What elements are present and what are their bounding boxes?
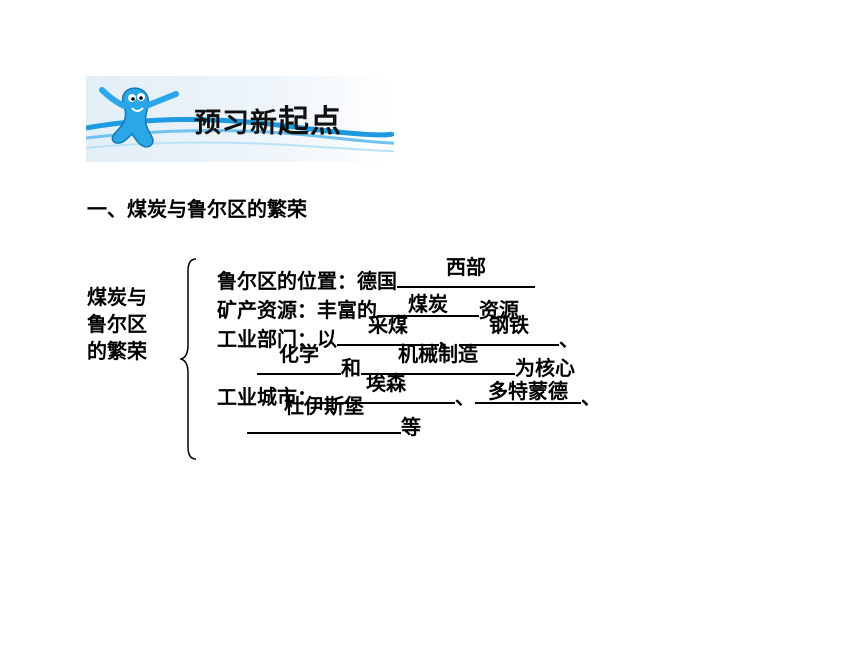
and-word: 和 xyxy=(341,356,361,380)
city-line-continued: 杜伊斯堡等 xyxy=(247,394,421,439)
topic-label-line: 煤炭与 xyxy=(87,285,147,309)
banner-title: 预习新起点 xyxy=(194,96,342,141)
section-heading: 一、煤炭与鲁尔区的繁荣 xyxy=(87,197,307,221)
industry-line: 工业部门：以 采煤、 钢铁、 xyxy=(217,313,579,351)
industry-blank-1: 采煤 xyxy=(337,313,439,346)
industry-answer-3: 化学 xyxy=(279,342,319,366)
industry-answer-2: 钢铁 xyxy=(489,313,529,337)
resource-blank: 煤炭 xyxy=(377,292,479,317)
industry-blank-3: 化学 xyxy=(257,342,341,375)
banner-title-part1: 预习新 xyxy=(194,108,278,139)
location-blank: 西部 xyxy=(397,255,535,288)
resource-suffix: 资源 xyxy=(479,298,519,322)
industry-blank-2: 钢铁 xyxy=(459,313,559,346)
city-suffix: 等 xyxy=(401,415,421,439)
banner-title-part2: 起点 xyxy=(278,104,342,140)
separator: 、 xyxy=(559,327,579,351)
city-blank-2: 多特蒙德 xyxy=(475,379,581,404)
resource-prefix: 矿产资源：丰富的 xyxy=(217,298,377,322)
city-blank-3: 杜伊斯堡 xyxy=(247,394,401,434)
mascot-icon xyxy=(99,87,179,148)
location-answer: 西部 xyxy=(446,255,486,279)
city-answer-2: 多特蒙德 xyxy=(488,379,568,403)
location-line: 鲁尔区的位置：德国 西部 xyxy=(217,255,535,293)
topic-label-line: 鲁尔区 xyxy=(87,312,147,336)
separator: 、 xyxy=(455,385,475,409)
industry-blank-4: 机械制造 xyxy=(361,342,515,375)
industry-suffix: 为核心 xyxy=(515,356,575,380)
topic-label-line: 的繁荣 xyxy=(87,339,147,363)
city-line: 工业城市： 埃森、多特蒙德、 xyxy=(217,371,601,409)
city-prefix: 工业城市： xyxy=(217,385,317,409)
city-blank-1: 埃森 xyxy=(317,371,455,404)
industry-line-continued: 化学和 机械制造为核心 xyxy=(257,342,575,380)
separator: 、 xyxy=(439,327,459,351)
topic-label: 煤炭与 鲁尔区 的繁荣 xyxy=(87,284,147,365)
section-banner: 预习新起点 xyxy=(86,76,394,162)
curly-brace xyxy=(180,258,197,460)
resource-line: 矿产资源：丰富的 煤炭 资源 xyxy=(217,292,519,322)
industry-answer-1: 采煤 xyxy=(368,313,408,337)
banner-graphic xyxy=(86,76,394,162)
industry-prefix: 工业部门：以 xyxy=(217,327,337,351)
industry-answer-4: 机械制造 xyxy=(398,342,478,366)
location-prefix: 鲁尔区的位置：德国 xyxy=(217,269,397,293)
separator: 、 xyxy=(581,385,601,409)
resource-answer: 煤炭 xyxy=(408,292,448,316)
city-answer-3: 杜伊斯堡 xyxy=(284,394,364,418)
city-answer-1: 埃森 xyxy=(366,371,406,395)
